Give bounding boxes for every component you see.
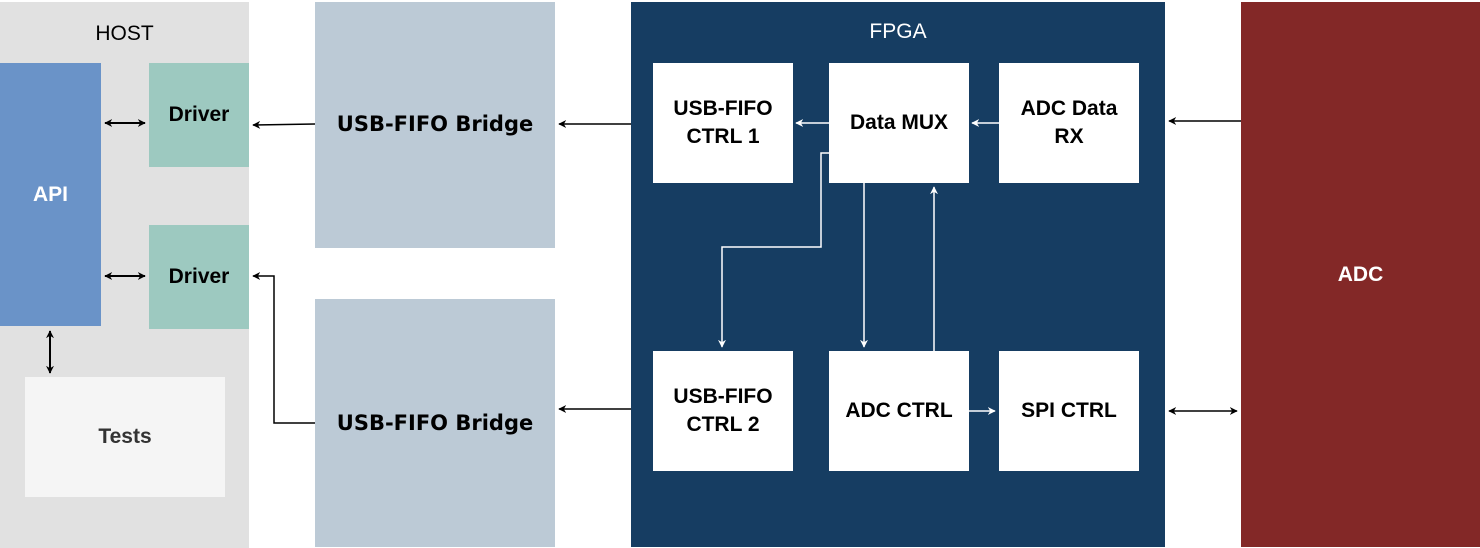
usb-fifo-bridge-bottom[interactable]: USB-FIFO Bridge: [315, 299, 555, 547]
data-mux-block[interactable]: Data MUX: [829, 63, 969, 183]
spi-ctrl-label: SPI CTRL: [1021, 399, 1117, 422]
api-block[interactable]: API: [0, 63, 101, 326]
usb-fifo-ctrl-1-line2: CTRL 1: [686, 125, 760, 148]
driver-bottom-block[interactable]: Driver: [149, 225, 249, 329]
usb-fifo-bridge-top[interactable]: USB-FIFO Bridge: [315, 2, 555, 248]
bridge-top-label: USB-FIFO Bridge: [336, 112, 534, 136]
driver-top-block[interactable]: Driver: [149, 63, 249, 167]
adc-data-rx-line2: RX: [1054, 125, 1084, 148]
tests-label: Tests: [98, 425, 152, 448]
adc-data-rx-line1: ADC Data: [1020, 97, 1118, 120]
usb-fifo-ctrl-2-line1: USB-FIFO: [673, 385, 773, 408]
bridge-top-to-driver-connector: [252, 120, 316, 129]
adc-block[interactable]: ADC: [1241, 2, 1480, 547]
usb-fifo-ctrl-1-line1: USB-FIFO: [673, 97, 773, 120]
adc-data-rx-block[interactable]: ADC Data RX: [999, 63, 1139, 183]
host-title: HOST: [95, 22, 154, 45]
bridge-bottom-label: USB-FIFO Bridge: [336, 411, 534, 435]
fpga-title: FPGA: [869, 20, 927, 43]
data-mux-to-usb-fifo-ctrl-2-connector: [718, 152, 829, 348]
api-label: API: [32, 182, 68, 206]
adc-ctrl-label: ADC CTRL: [845, 399, 953, 422]
data-mux-label: Data MUX: [849, 111, 949, 134]
adc-ctrl-block[interactable]: ADC CTRL: [829, 351, 969, 471]
usb-fifo-ctrl-2-line2: CTRL 2: [686, 413, 760, 436]
bridge-bottom-to-driver-connector: [252, 272, 315, 424]
adc-label: ADC: [1337, 262, 1384, 286]
spi-ctrl-block[interactable]: SPI CTRL: [999, 351, 1139, 471]
tests-block[interactable]: Tests: [25, 377, 225, 497]
usb-fifo-ctrl-1-block[interactable]: USB-FIFO CTRL 1: [653, 63, 793, 183]
usb-fifo-ctrl-2-block[interactable]: USB-FIFO CTRL 2: [653, 351, 793, 471]
driver-bottom-label: Driver: [168, 265, 230, 288]
driver-top-label: Driver: [168, 103, 230, 126]
